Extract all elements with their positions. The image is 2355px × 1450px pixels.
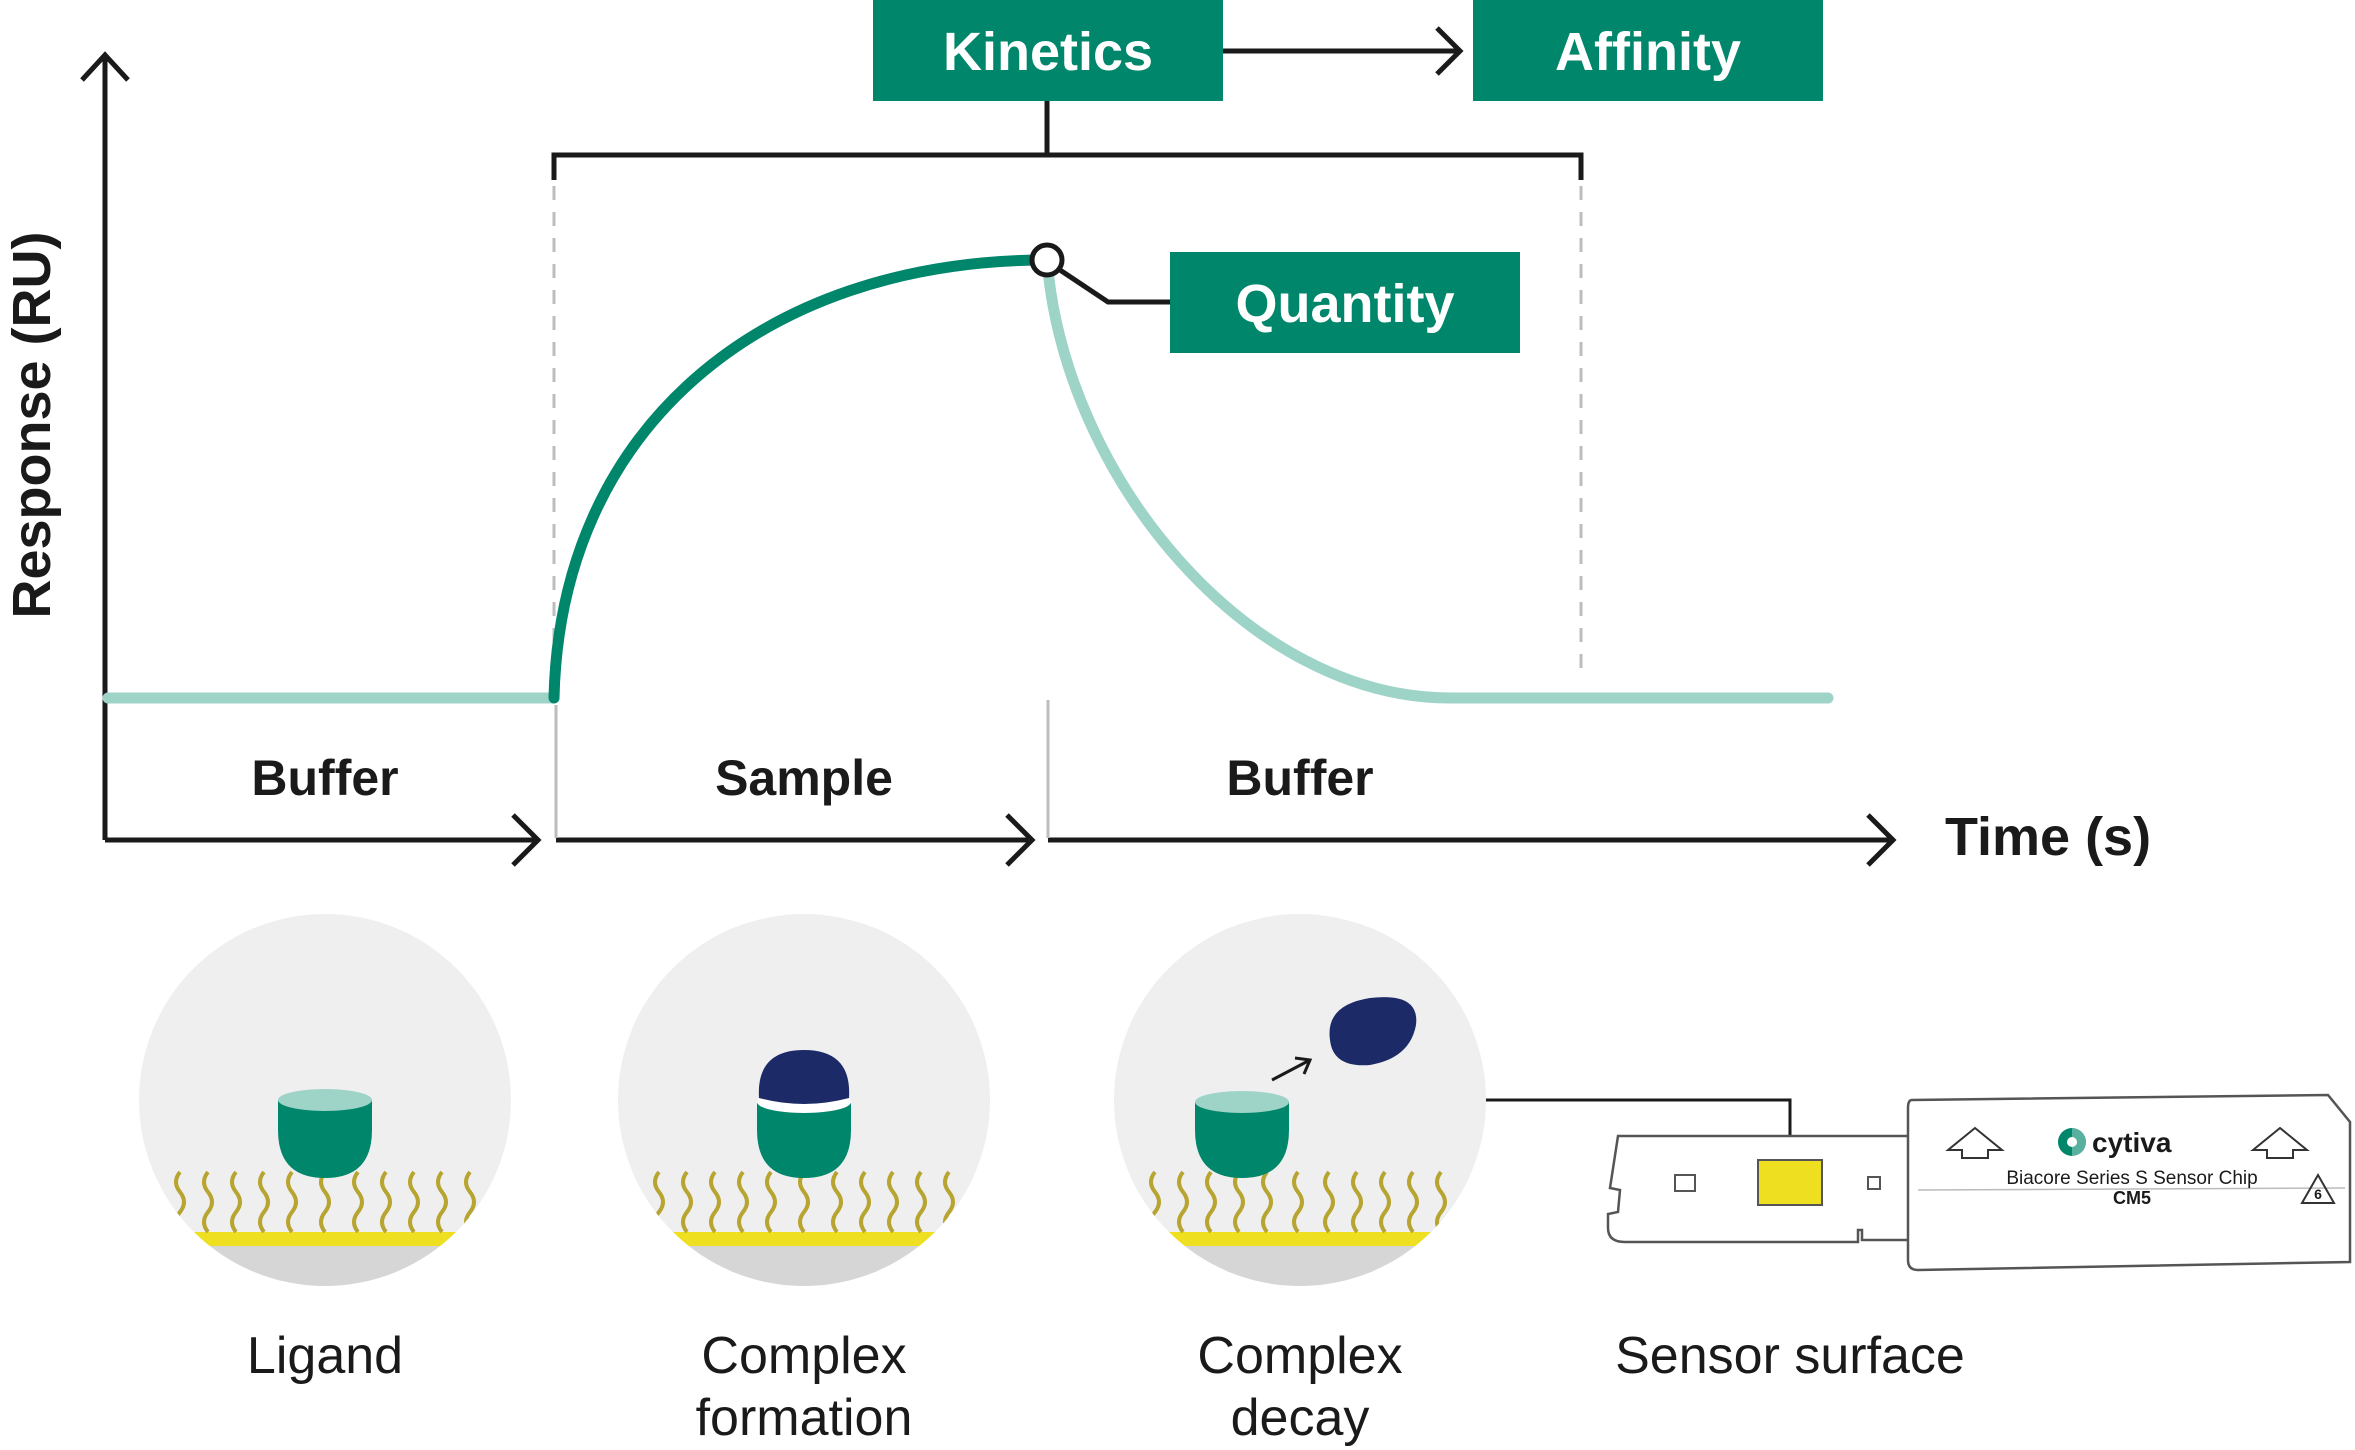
insert-arrow-icon [1945, 1126, 2005, 1159]
kinetics-box: Kinetics [873, 0, 1223, 101]
analyte-bound [758, 1050, 850, 1104]
sensor-chip: cytiva Biacore Series S Sensor Chip CM5 … [1606, 1093, 2352, 1272]
x-axis [105, 813, 1897, 867]
sensor-chip-holder [1906, 1093, 2352, 1272]
y-axis-label: Response (RU) [2, 231, 62, 618]
phase-label-buffer-2: Buffer [1226, 750, 1373, 806]
ligand-strands [1149, 1170, 1447, 1234]
kinetics-bracket [551, 100, 1584, 180]
phase-label-sample: Sample [715, 750, 893, 806]
ligand-illustration [139, 914, 511, 1286]
caption-complex-formation-2: formation [696, 1389, 913, 1447]
recycle-number: 6 [2314, 1186, 2322, 1202]
caption-complex-decay-2: decay [1231, 1389, 1370, 1447]
ligand-cup [278, 1100, 372, 1178]
affinity-label: Affinity [1555, 22, 1741, 82]
cytiva-logo: cytiva [2058, 1127, 2172, 1158]
quantity-box: Quantity [1170, 252, 1520, 353]
caption-complex-decay-1: Complex [1197, 1327, 1402, 1385]
quantity-connector [1058, 267, 1172, 305]
ligand-cup [757, 1102, 851, 1178]
complex-formation-illustration [618, 914, 990, 1286]
kinetics-label: Kinetics [943, 22, 1153, 82]
sensor-chip-product: Biacore Series S Sensor Chip [2006, 1168, 2257, 1189]
x-axis-label: Time (s) [1945, 807, 2151, 867]
caption-ligand: Ligand [247, 1327, 403, 1385]
analyte-released [1329, 997, 1417, 1066]
y-axis [80, 51, 130, 840]
insert-arrow-icon [2250, 1126, 2310, 1159]
sensor-surface-patch [1757, 1159, 1823, 1206]
sensor-chip-model: CM5 [2113, 1188, 2151, 1208]
quantity-marker [1029, 242, 1065, 278]
complex-decay-illustration [1114, 914, 1486, 1286]
recycle-icon: 6 [2300, 1172, 2336, 1204]
affinity-box: Affinity [1473, 0, 1823, 101]
caption-complex-formation-1: Complex [701, 1327, 906, 1385]
ligand-cup [1195, 1102, 1289, 1178]
kinetics-to-affinity-arrow [1223, 26, 1464, 76]
quantity-label: Quantity [1235, 274, 1454, 334]
phase-label-buffer-1: Buffer [251, 750, 398, 806]
cytiva-wordmark: cytiva [2092, 1127, 2172, 1158]
dissociation-curve [1041, 254, 1834, 704]
ligand-cup-top [278, 1089, 372, 1111]
caption-sensor-surface: Sensor surface [1615, 1327, 1965, 1385]
association-curve [548, 254, 1053, 704]
ligand-cup-top [1195, 1091, 1289, 1113]
release-arrow [1271, 1056, 1313, 1082]
